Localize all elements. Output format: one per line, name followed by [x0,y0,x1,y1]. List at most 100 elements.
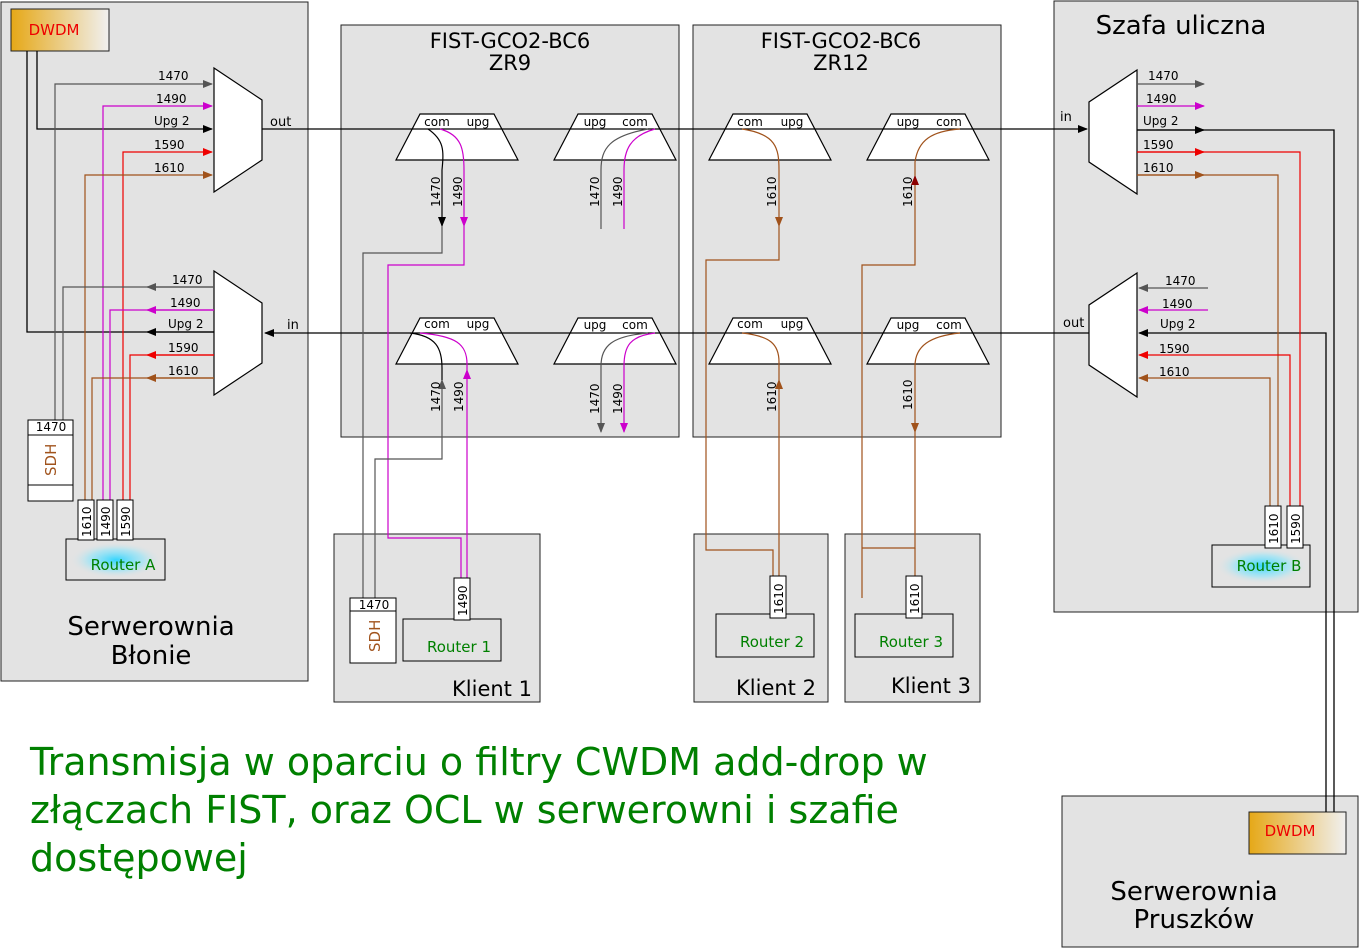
filter-zr12-c-com: com [737,317,763,331]
filter-zr9-c-com: com [424,317,450,331]
filter-zr12-b [866,113,990,161]
blonie-bot-1470: 1470 [172,273,203,287]
fist-zr12-title-1: FIST-GCO2-BC6 [761,29,922,53]
szafa-bot-1610: 1610 [1159,365,1190,379]
diagram-caption: Transmisja w oparciu o filtry CWDM add-d… [30,740,928,880]
zr9-d-1470-label: 1470 [588,383,602,414]
router-a-label: Router A [91,556,156,574]
router-3-port-label: 1610 [908,583,922,614]
blonie-top-1470: 1470 [158,69,189,83]
sdh-blonie-port: 1470 [36,420,67,434]
zr12-d-1610-label: 1610 [901,379,915,410]
sdh-klient1-label: SDH [366,620,384,652]
router-3-port [905,575,923,619]
zr9-a-1490-drop [439,128,468,227]
router-1-box [402,618,502,662]
blonie-top-upg2: Upg 2 [154,114,189,128]
szafa-top-upg2: Upg 2 [1143,114,1178,128]
filter-zr12-c-upg: upg [781,317,804,331]
zr9-b-1490-label: 1490 [611,176,625,207]
blonie-top-1470-line [54,80,213,420]
router-a-port-1590 [116,499,134,541]
zr9-b-1490-add [623,128,656,229]
port-in-blonie: in [287,318,299,333]
ocl-mux-blonie-top [213,66,263,194]
router-3-label: Router 3 [879,633,943,651]
router-3-box [854,613,954,658]
zr12-a-1610-tail [705,226,780,576]
zr9-b-1470-add [600,128,649,229]
fist-zr9-title-2: ZR9 [489,51,531,75]
zr9-d-1490-label: 1490 [611,383,625,414]
zr9-a-1490-label: 1490 [451,176,465,207]
szafa-bot-1610-line [1138,374,1271,506]
blonie-bot-1590: 1590 [168,341,199,355]
router-2-box [715,613,815,658]
fibre-dwdm-blonie-rx [36,51,213,133]
zr12-a-1610-drop [741,128,783,227]
zr9-a-1490-tail [387,226,465,578]
room-klient-1-label: Klient 1 [452,677,532,701]
ocl-mux-szafa-bottom [1088,271,1138,399]
fibre-szafa-upg2-in [1138,329,1327,812]
blonie-bot-1610: 1610 [168,364,199,378]
zr12-b-1610-add [861,175,919,598]
szafa-bot-1590-line [1138,351,1291,506]
zr9-a-1470-drop [427,128,446,227]
filter-zr12-a [708,113,832,161]
blonie-bot-1490: 1490 [170,296,201,310]
router-b-port-1610 [1264,505,1282,549]
room-pruszkow-label-1: Serwerownia [1110,877,1277,907]
room-szafa-label: Szafa uliczna [1096,11,1267,41]
zr12-c-1610-curve [741,332,780,380]
sdh-klient1 [349,597,397,664]
filter-zr12-b-upg: upg [897,115,920,129]
zr12-d-1610-tail [862,432,916,549]
blonie-top-1490: 1490 [156,92,187,106]
router-a-port-1590-label: 1590 [119,506,133,537]
filter-zr9-a [395,113,519,161]
fist-zr12-title-2: ZR12 [813,51,869,75]
zr9-b-1470-label: 1470 [588,176,602,207]
zr9-d-1470-drop [597,332,649,433]
fist-box-zr12 [692,24,1002,438]
router-a-port-1490-label: 1490 [99,506,113,537]
blonie-bot-upg2: Upg 2 [168,317,203,331]
port-out-blonie: out [270,115,291,130]
dwdm-blonie-label: DWDM [29,21,80,39]
szafa-bot-upg2: Upg 2 [1160,317,1195,331]
dwdm-blonie-device [10,8,110,52]
router-a-glow [70,542,162,578]
router-2-label: Router 2 [740,633,804,651]
filter-zr12-d [866,317,990,365]
blonie-top-1610-line [84,171,213,500]
router-a-port-1490 [96,499,114,541]
zr12-a-1610-label: 1610 [765,176,779,207]
router-a-port-1610-label: 1610 [80,506,94,537]
filter-zr12-a-com: com [737,115,763,129]
router-2-port-label: 1610 [772,583,786,614]
filter-zr12-d-com: com [936,318,962,332]
blonie-top-1590: 1590 [154,138,185,152]
router-2-port [769,575,787,619]
router-b-port-1590 [1286,505,1304,549]
zr12-b-1610-label: 1610 [901,176,915,207]
room-klient-2-label: Klient 2 [736,676,816,700]
szafa-top-1470: 1470 [1148,69,1179,83]
szafa-top-1590: 1590 [1143,138,1174,152]
zr9-a-1470-label: 1470 [429,176,443,207]
filter-zr9-b [553,113,677,161]
filter-zr12-a-upg: upg [781,115,804,129]
zr9-c-1470-curve [409,332,443,380]
ocl-mux-szafa-top [1088,68,1138,196]
room-klient-3-label: Klient 3 [891,674,971,698]
filter-zr9-a-upg: upg [467,115,490,129]
blonie-top-1590-line [122,148,213,500]
router-b-port-1610-label: 1610 [1267,513,1281,544]
blonie-top-1490-line [102,102,213,500]
router-1-port-label: 1490 [456,585,470,616]
sdh-blonie [27,419,74,502]
zr12-d-1610-drop [911,332,961,433]
sdh-klient1-port: 1470 [359,598,390,612]
